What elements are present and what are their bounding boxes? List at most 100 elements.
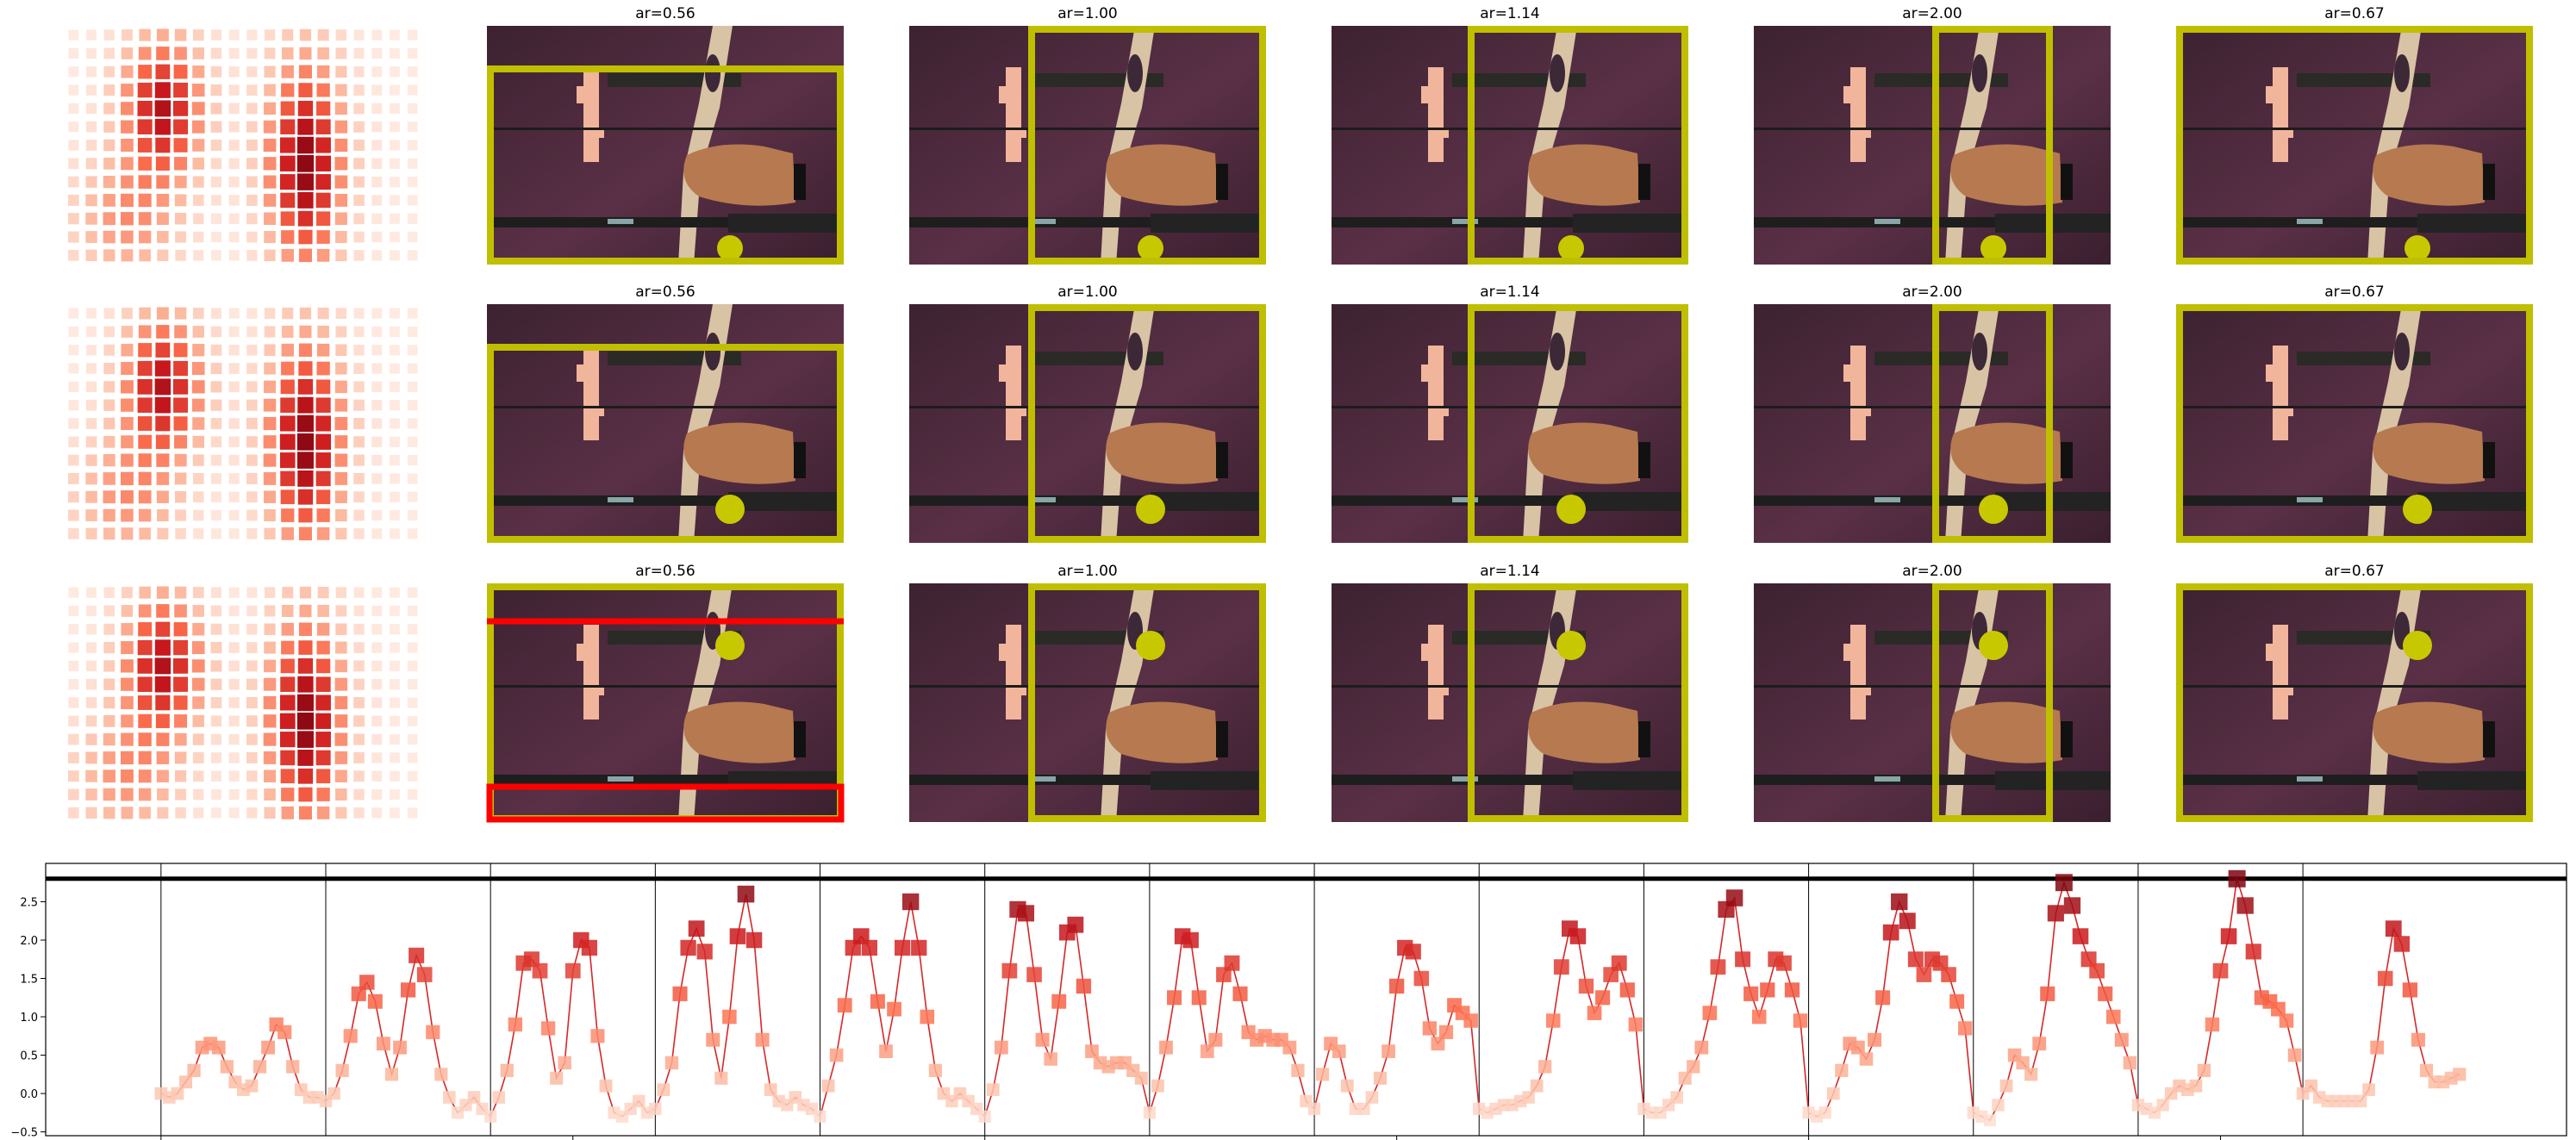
heatmap-cell [371, 454, 383, 466]
data-marker [2047, 905, 2064, 922]
data-marker [2354, 1094, 2367, 1108]
data-marker [384, 1068, 399, 1081]
data-marker [1611, 955, 1627, 971]
heatmap-cell [228, 121, 240, 133]
data-marker [1224, 955, 1240, 971]
data-marker [443, 1091, 456, 1104]
heatmap-cell [138, 175, 152, 189]
heatmap-cell [371, 47, 383, 59]
heatmap-cell [138, 490, 152, 504]
heatmap-cell [353, 678, 365, 690]
heatmap-cell [210, 47, 222, 59]
heatmap-cell [407, 491, 418, 502]
heatmap-cell [85, 697, 97, 708]
heatmap-cell [68, 751, 79, 763]
data-marker [755, 1032, 770, 1047]
heatmap-cell [228, 176, 240, 188]
heatmap-cell [210, 678, 222, 690]
heatmap-cell [371, 436, 383, 447]
heatmap-cell [407, 509, 418, 521]
data-marker [409, 947, 425, 963]
heatmap-cell [371, 770, 383, 782]
heatmap-cell [353, 103, 365, 115]
heatmap-cell [228, 715, 240, 727]
heatmap-cell [371, 788, 383, 800]
heatmap-cell [121, 453, 134, 467]
heatmap-cell [407, 660, 418, 671]
heatmap-cell [138, 434, 152, 449]
heatmap-cell [103, 435, 115, 448]
heatmap-cell [139, 508, 152, 522]
heatmap-cell [68, 363, 79, 374]
heatmap-cell [85, 509, 97, 521]
heatmap-cell [193, 528, 204, 539]
heatmap-cell [371, 213, 383, 224]
heatmap-cell [281, 622, 294, 636]
archery-photo [2176, 26, 2533, 265]
data-marker [1026, 967, 1042, 982]
heatmap-cell [317, 325, 329, 338]
heatmap-cell [68, 84, 79, 96]
y-tick-label: 1.0 [20, 1012, 38, 1025]
heatmap-cell [263, 193, 277, 207]
heatmap-cell [264, 788, 276, 801]
heatmap-cell [228, 454, 240, 466]
data-marker [1702, 1006, 1718, 1020]
y-tick-label: 0.0 [20, 1088, 38, 1101]
heatmap-cell [281, 508, 295, 522]
heatmap-cell [298, 806, 312, 820]
heatmap-cell [103, 212, 115, 226]
heatmap-cell [264, 102, 277, 115]
heatmap-cell [281, 47, 294, 59]
data-marker [2419, 1063, 2434, 1077]
heatmap-cell [296, 433, 315, 451]
panel-title: ar=1.14 [1480, 283, 1540, 301]
heatmap-cell [246, 605, 258, 617]
heatmap-cell [353, 326, 365, 338]
heatmap-cell [264, 659, 277, 673]
data-marker [901, 893, 920, 911]
plot-area [45, 863, 2567, 1137]
heatmap-cell [137, 397, 153, 413]
data-marker [986, 1083, 1000, 1096]
heatmap-cell [103, 472, 115, 485]
heatmap-cell [316, 361, 330, 376]
heatmap-cell [353, 623, 365, 635]
heatmap-cell [138, 65, 153, 79]
heatmap-cell [228, 326, 240, 338]
heatmap-cell [174, 325, 187, 339]
heatmap-cell [156, 586, 169, 599]
data-marker [1760, 982, 1775, 998]
heatmap-cell [390, 381, 400, 392]
heatmap-cell [191, 362, 205, 376]
data-marker [2105, 1009, 2121, 1025]
heatmap-cell [390, 345, 400, 356]
heatmap-cell [317, 47, 329, 59]
heatmap-cell [280, 192, 296, 209]
heatmap-cell [210, 195, 222, 206]
heatmap-cell [85, 231, 97, 243]
heatmap-cell [280, 489, 295, 505]
heatmap-cell [210, 660, 222, 672]
heatmap-cell [86, 605, 97, 617]
heatmap-cell [155, 415, 171, 432]
heatmap-cell [156, 325, 170, 339]
heatmap-cell [68, 121, 79, 133]
heatmap-cell [137, 416, 153, 431]
heatmap-cell [353, 642, 365, 653]
heatmap-cell [85, 751, 97, 764]
data-marker [1167, 990, 1182, 1006]
photo-panel: ar=0.56 [487, 5, 844, 265]
heatmap-cell [371, 509, 383, 521]
data-marker [722, 1009, 737, 1025]
heatmap-cell [68, 381, 79, 392]
heatmap-cell [67, 491, 79, 503]
heatmap-cell [371, 418, 383, 429]
heatmap-cell [154, 82, 171, 98]
heatmap-cell [193, 788, 204, 800]
data-marker [2032, 1037, 2047, 1051]
data-marker [2197, 1063, 2211, 1077]
heatmap-cell [86, 29, 97, 40]
heatmap-cell [334, 380, 347, 394]
time-series-chart: −0.50.00.51.01.52.02.5050100150200250 [10, 863, 2567, 1140]
